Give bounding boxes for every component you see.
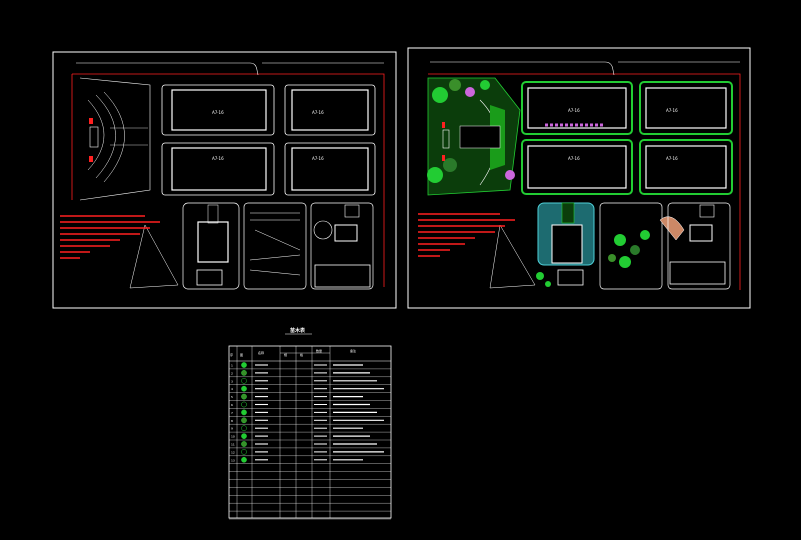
table-header-cell: 名称 (258, 350, 264, 355)
left-site-plan: A7·16 A7·16 A7·16 A7·16 (52, 51, 397, 309)
right-drawing-frame (407, 47, 751, 309)
row-number: 12 (231, 450, 235, 454)
row-number: 1 (231, 364, 233, 368)
building-label: A7·16 (666, 156, 678, 161)
plant-symbol-icon (241, 425, 247, 432)
left-entrance-plaza (79, 77, 151, 201)
legend-title: 苗木表 (290, 327, 306, 334)
table-header-cell: 序 (230, 352, 233, 357)
table-header-cell: 规 (284, 352, 287, 357)
row-number: 11 (231, 443, 235, 447)
plant-symbol-icon (241, 456, 247, 463)
row-number: 5 (231, 395, 233, 399)
left-lower-zones (129, 202, 374, 290)
left-site-boundary (71, 73, 385, 287)
table-header-cell: 数量 (316, 348, 322, 353)
plant-symbol-icon (241, 362, 247, 368)
left-buildings: A7·16 A7·16 A7·16 A7·16 (161, 84, 376, 196)
building-block (284, 84, 376, 136)
row-number: 10 (231, 435, 235, 439)
left-notes (60, 215, 160, 259)
row-number: 2 (231, 371, 233, 375)
building-label: A7·16 (212, 156, 224, 161)
plant-symbol-icon (241, 393, 247, 400)
table-header: 序 图 名称 规 格 数量 备注 (230, 348, 356, 357)
plant-symbol-icon (241, 433, 247, 439)
plant-symbol-icon (241, 370, 247, 376)
row-number: 4 (231, 387, 233, 391)
building-label: A7·16 (312, 110, 324, 115)
table-header-cell: 图 (240, 353, 243, 357)
table-grid (229, 346, 391, 520)
left-drawing-frame (52, 51, 397, 309)
building-block (645, 87, 727, 129)
row-number: 3 (231, 379, 233, 383)
table-plant-icons (241, 362, 384, 463)
left-road-edge (76, 62, 384, 76)
green-buffer (521, 81, 633, 135)
building-block (527, 145, 627, 189)
building-label: A7·16 (212, 110, 224, 115)
building-label: A7·16 (312, 156, 324, 161)
plant-symbol-icon (241, 449, 247, 455)
right-site-plan: A7·16 A7·16 A7·16 A7·16 (407, 47, 751, 309)
row-number: 7 (231, 411, 233, 415)
building-block (527, 87, 627, 129)
building-block (645, 145, 727, 189)
plant-symbol-icon (241, 385, 247, 392)
table-header-cell: 格 (300, 352, 303, 357)
plant-symbol-icon (241, 409, 247, 416)
building-label: A7·16 (666, 108, 678, 113)
plant-symbol-icon (241, 377, 247, 384)
right-buildings: A7·16 A7·16 A7·16 A7·16 (521, 81, 733, 195)
building-block (161, 142, 275, 196)
green-buffer (639, 81, 733, 135)
row-number: 13 (231, 458, 235, 462)
plant-symbol-icon (241, 441, 247, 447)
building-label: A7·16 (568, 156, 580, 161)
building-block (284, 142, 376, 196)
building-label: A7·16 (568, 108, 580, 113)
row-number: 9 (231, 427, 233, 431)
right-entrance-planting (427, 77, 521, 196)
green-buffer (521, 139, 633, 195)
plant-symbol-icon (241, 417, 247, 424)
green-buffer (639, 139, 733, 195)
right-road-edge (430, 61, 740, 76)
table-header-cell: 备注 (350, 348, 356, 353)
right-lower-zones (489, 202, 731, 290)
building-block (161, 84, 275, 136)
row-number: 6 (231, 403, 233, 407)
plant-symbol-icon (241, 401, 247, 408)
row-number: 8 (231, 419, 233, 423)
right-notes (418, 213, 515, 257)
right-site-boundary (428, 73, 741, 290)
